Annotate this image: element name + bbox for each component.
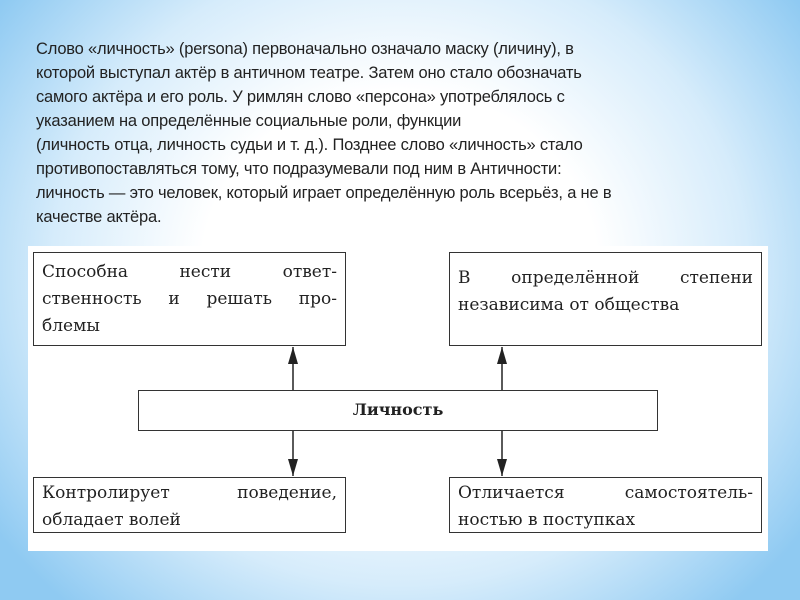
- diagram-arrows: [288, 347, 507, 476]
- box-text-line: блемы: [42, 316, 100, 336]
- arrowhead-up-left: [288, 347, 298, 364]
- box-behavior-control: Контролирует поведение, обладает волей: [33, 477, 346, 533]
- paragraph-line: указанием на определённые социальные рол…: [36, 112, 462, 130]
- box-self-reliance: Отличается самостоятель- ностью в поступ…: [449, 477, 762, 533]
- box-text-line: независима от общества: [458, 295, 680, 315]
- box-text-line: ственность и решать про-: [42, 289, 337, 309]
- arrowhead-up-right: [497, 347, 507, 364]
- paragraph-line: Слово «личность» (persona) первоначально…: [36, 40, 574, 58]
- paragraph-line: качестве актёра.: [36, 208, 162, 226]
- box-text-line: Отличается самостоятель-: [458, 483, 753, 503]
- box-text-line: Способна нести ответ-: [42, 262, 337, 282]
- box-responsibility: Способна нести ответ- ственность и решат…: [33, 252, 346, 346]
- box-text-line: В определённой степени: [458, 268, 753, 288]
- box-text-line: обладает волей: [42, 510, 181, 530]
- arrowhead-down-right: [497, 459, 507, 476]
- box-personality: Личность: [138, 390, 658, 431]
- paragraph-line: которой выступал актёр в античном театре…: [36, 64, 582, 82]
- center-label: Личность: [352, 400, 444, 419]
- paragraph-line: (личность отца, личность судьи и т. д.).…: [36, 136, 583, 154]
- box-text-line: Контролирует поведение,: [42, 483, 337, 503]
- arrowhead-down-left: [288, 459, 298, 476]
- intro-paragraph: Слово «личность» (persona) первоначально…: [36, 37, 776, 229]
- personality-diagram: Способна нести ответ- ственность и решат…: [28, 246, 768, 551]
- paragraph-line: личность — это человек, который играет о…: [36, 184, 612, 202]
- paragraph-line: самого актёра и его роль. У римлян слово…: [36, 88, 565, 106]
- paragraph-line: противопоставляться тому, что подразумев…: [36, 160, 562, 178]
- box-independence: В определённой степени независима от общ…: [449, 252, 762, 346]
- box-text-line: ностью в поступках: [458, 510, 636, 530]
